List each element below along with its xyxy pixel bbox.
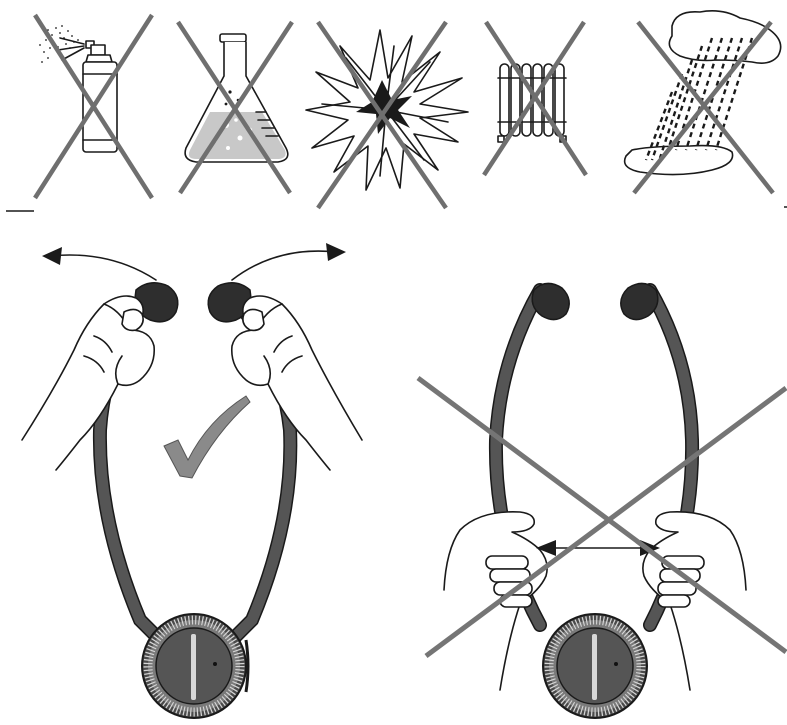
control-dial [543,614,647,718]
correct-handling-illustration [22,243,362,718]
explosion-icon [306,22,468,208]
chemical-flask-icon [178,22,292,193]
rain-moisture-icon [625,11,781,193]
incorrect-handling-illustration [418,283,786,718]
control-dial [142,614,248,718]
checkmark-icon [164,396,250,478]
spray-can-icon [35,15,152,198]
radiator-heat-icon [484,22,586,175]
